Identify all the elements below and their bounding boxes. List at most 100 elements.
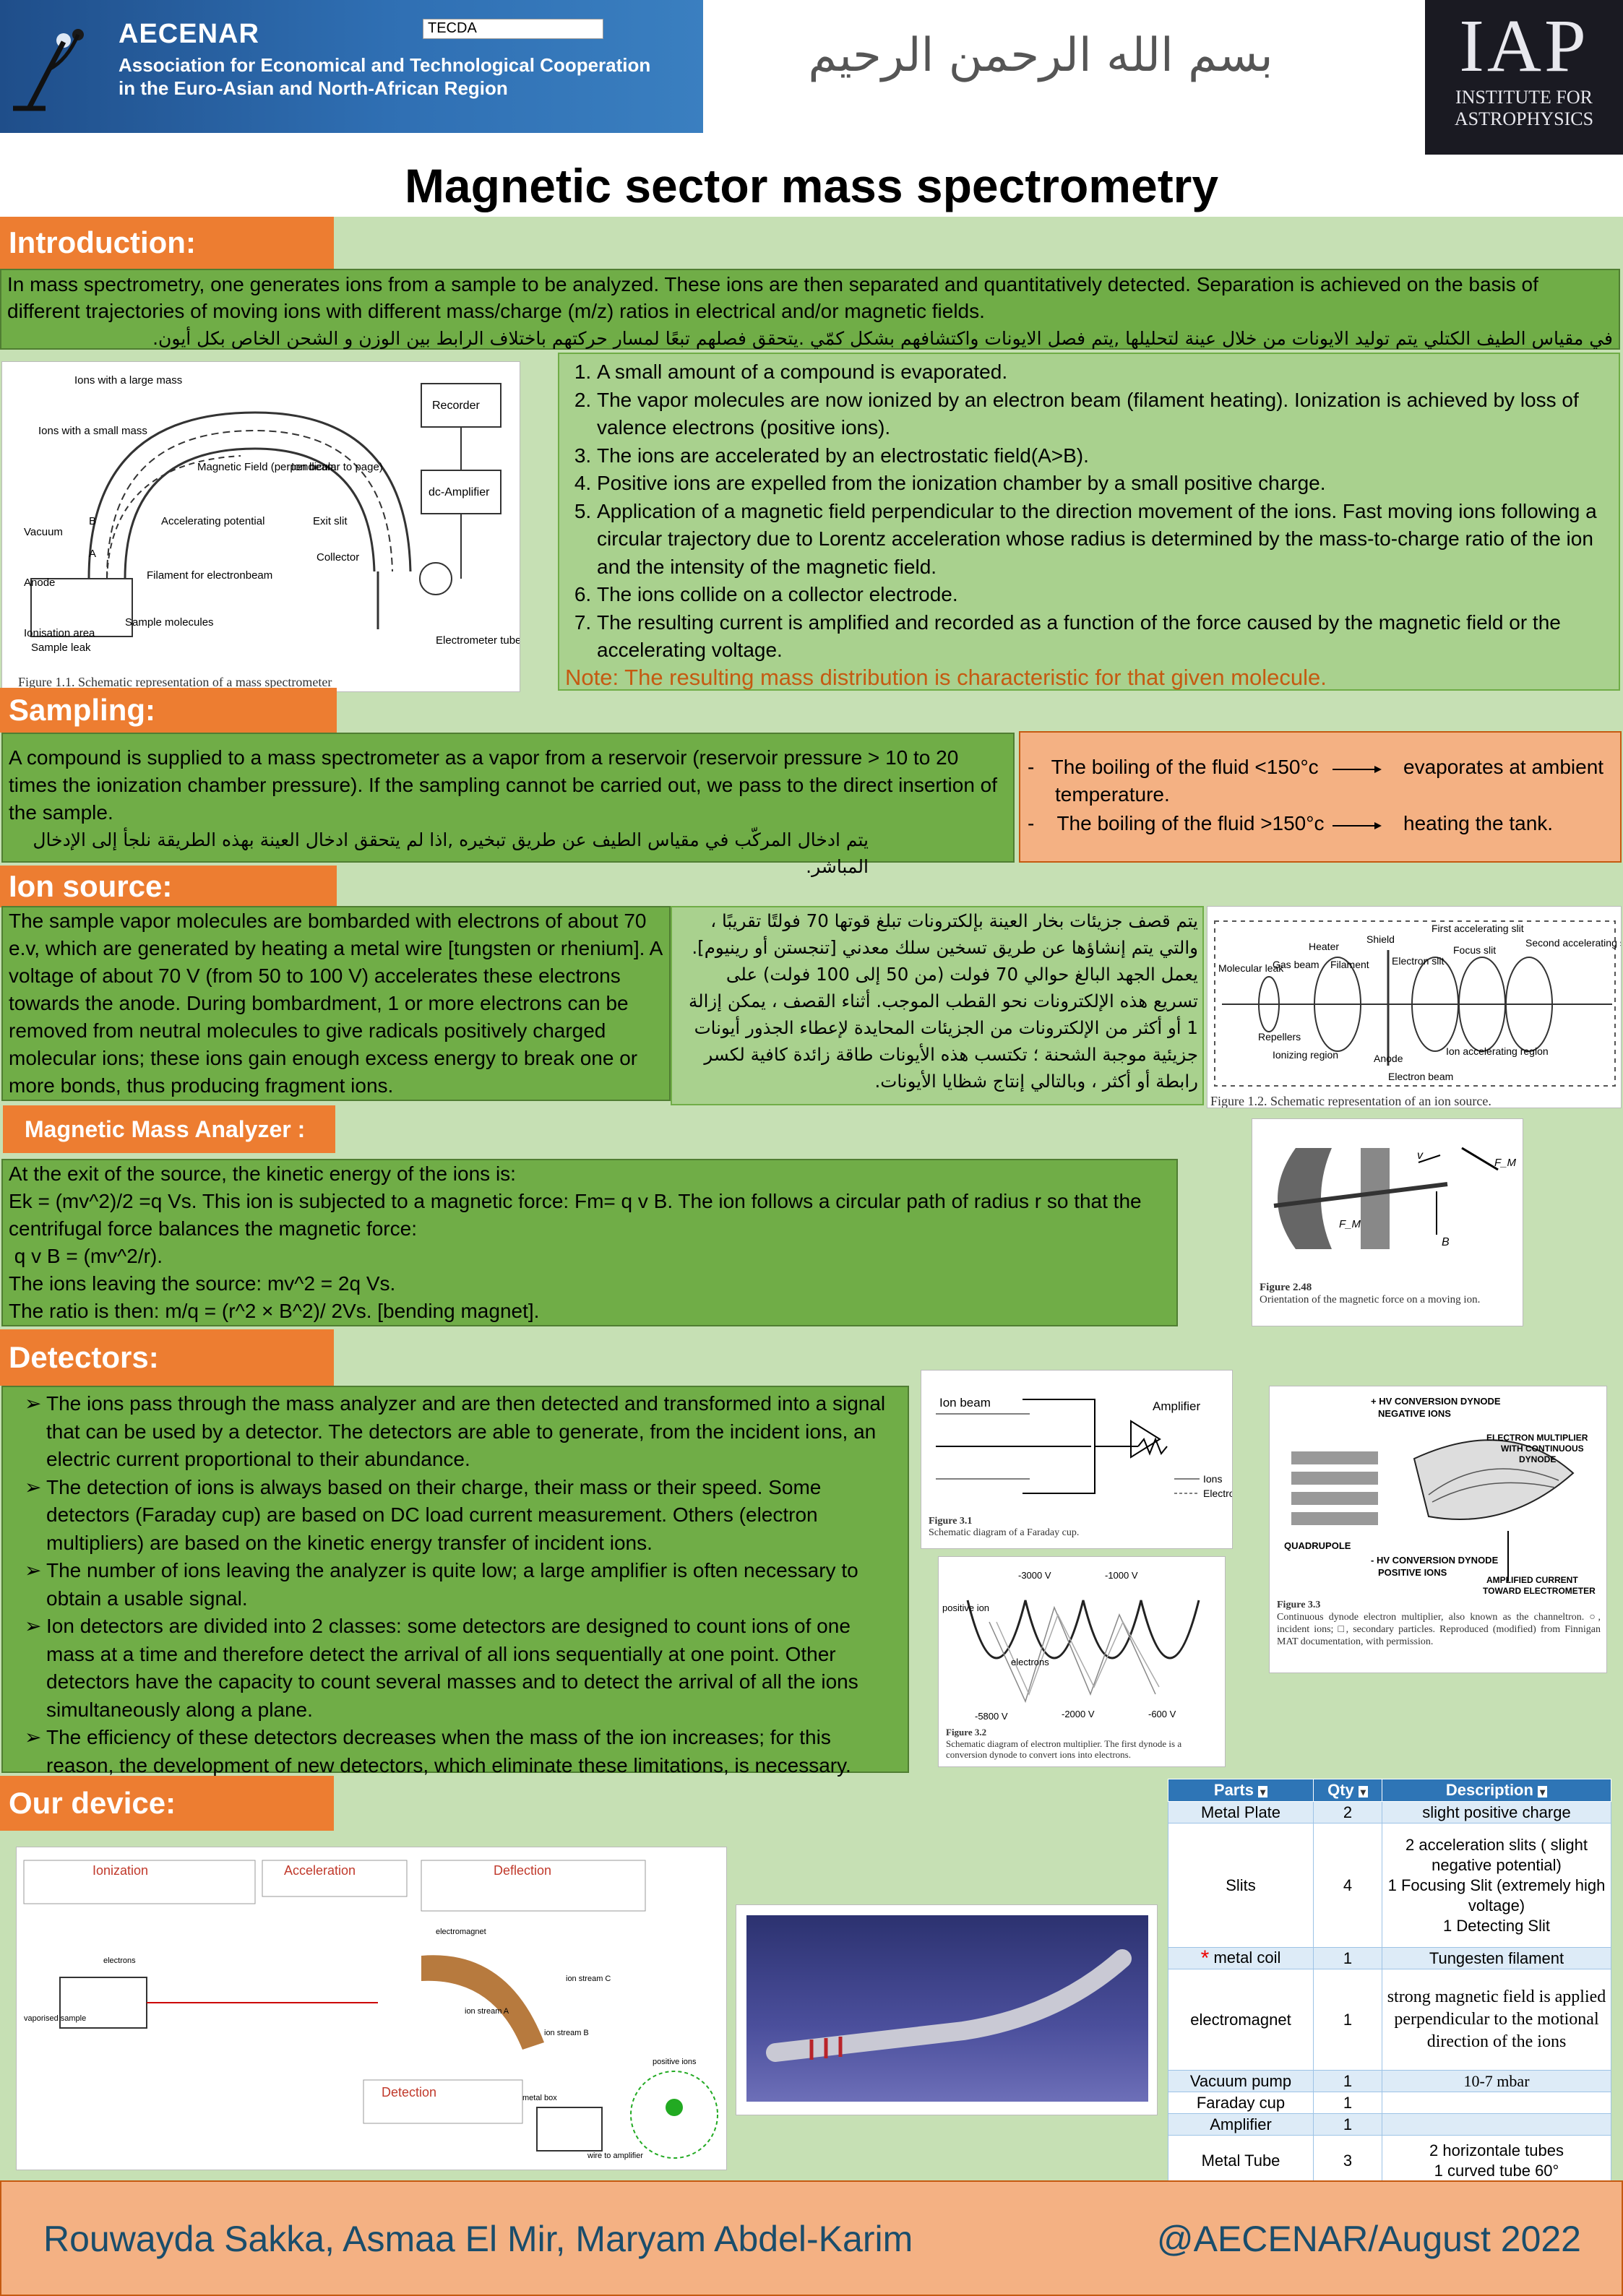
device-heading: Our device: <box>0 1776 334 1831</box>
iap-logo: IAP INSTITUTE FOR ASTROPHYSICS <box>1425 0 1623 155</box>
mass-spectrometer-figure: Ions with a large mass Ions with a small… <box>1 361 520 692</box>
detectors-item: Ion detectors are divided into 2 classes… <box>25 1613 900 1724</box>
boiling-bullet-2: - The boiling of the fluid >150°c <box>1028 812 1325 834</box>
fig12-label-accel-region: Ion accelerating region <box>1446 1045 1549 1057</box>
ion-source-box-en: The sample vapor molecules are bombarded… <box>1 906 671 1101</box>
footer-authors: Rouwayda Sakka, Asmaa El Mir, Maryam Abd… <box>43 2219 913 2259</box>
analyzer-box: At the exit of the source, the kinetic e… <box>1 1159 1178 1326</box>
detectors-item: The number of ions leaving the analyzer … <box>25 1557 900 1613</box>
ion-source-heading: Ion source: <box>0 866 337 907</box>
ion-source-figure: Heater Shield First accelerating slit Fo… <box>1207 906 1622 1108</box>
electron-multiplier-diagram: -3000 V -1000 V positive ion electrons -… <box>942 1570 1200 1722</box>
fig31-label-ion-beam: Ion beam <box>939 1396 991 1410</box>
fig12-label-heater: Heater <box>1309 941 1339 952</box>
table-row: Metal Tube 3 2 horizontale tubes 1 curve… <box>1168 2135 1611 2187</box>
part-qty: 2 <box>1313 1801 1382 1824</box>
fig11-label-large-mass: Ions with a large mass <box>74 374 182 387</box>
parts-header-description[interactable]: Description ▾ <box>1382 1779 1611 1802</box>
part-name: Faraday cup <box>1168 2092 1314 2115</box>
fig12-label-shield: Shield <box>1366 933 1395 945</box>
table-row: Vacuum pump 1 10-7 mbar <box>1168 2070 1611 2093</box>
aecenar-logo: AECENAR Association for Economical and T… <box>0 0 703 133</box>
fig248-label-fm-1: F_M <box>1494 1157 1517 1169</box>
device-label-stream-c: ion stream C <box>566 1975 611 1983</box>
part-name-cell: * metal coil <box>1168 1946 1314 1971</box>
aecenar-emblem-icon <box>13 29 84 111</box>
fig32-label-2000: -2000 V <box>1062 1709 1095 1719</box>
device-label-stream-b: ion stream B <box>544 2029 589 2037</box>
device-label-ionization: Ionization <box>92 1863 148 1878</box>
part-qty: 1 <box>1313 2092 1382 2115</box>
part-qty: 1 <box>1313 2070 1382 2093</box>
fig32-caption: Schematic diagram of electron multiplier… <box>946 1738 1182 1760</box>
fig12-label-focus-slit: Focus slit <box>1453 944 1496 956</box>
introduction-steps: A small amount of a compound is evaporat… <box>559 354 1619 665</box>
boiling-low-result: evaporates at ambient <box>1403 756 1604 778</box>
analyzer-line: The ratio is then: m/q = (r^2 × B^2)/ 2V… <box>9 1300 540 1322</box>
device-label-detection: Detection <box>382 2085 436 2099</box>
part-qty: 1 <box>1313 1969 1382 2071</box>
detectors-heading: Detectors: <box>0 1329 334 1386</box>
part-qty: 3 <box>1313 2135 1382 2187</box>
footer: Rouwayda Sakka, Asmaa El Mir, Maryam Abd… <box>0 2180 1623 2296</box>
device-label-deflection: Deflection <box>494 1863 551 1878</box>
magnetic-force-diagram: v B F_M F_M <box>1273 1147 1517 1249</box>
fig12-caption: Figure 1.2. Schematic representation of … <box>1210 1094 1491 1108</box>
fig33-label-pos-ions: POSITIVE IONS <box>1378 1567 1447 1578</box>
table-row: electromagnet 1 strong magnetic field is… <box>1168 1969 1611 2071</box>
fig32-label-5800: -5800 V <box>975 1711 1008 1722</box>
part-desc: 10-7 mbar <box>1382 2070 1611 2093</box>
filter-dropdown-icon[interactable]: ▾ <box>1258 1786 1268 1797</box>
mass-spectrometer-diagram: Ions with a large mass Ions with a small… <box>24 374 520 654</box>
fig12-label-repellers: Repellers <box>1258 1031 1301 1043</box>
parts-table-wrapper: Parts ▾ Qty ▾ Description ▾ Metal Plate … <box>1168 1779 1611 2187</box>
asterisk-marker: * <box>1200 1946 1210 1971</box>
tecda-label: TECDA <box>423 19 603 39</box>
footer-date: @AECENAR/August 2022 <box>1156 2219 1581 2259</box>
fig31-label-amplifier: Amplifier <box>1153 1399 1200 1413</box>
boiling-bullet-1: - The boiling of the fluid <150°c <box>1028 756 1319 778</box>
fig11-label-recorder: Recorder <box>432 400 480 412</box>
device-label-acceleration: Acceleration <box>284 1863 356 1878</box>
introduction-text-ar: في مقياس الطيف الكتلي يتم توليد الايونات… <box>152 328 1613 349</box>
filter-dropdown-icon[interactable]: ▾ <box>1538 1786 1548 1797</box>
step-item: The vapor molecules are now ionized by a… <box>597 387 1604 442</box>
poster-title: Magnetic sector mass spectrometry <box>0 155 1623 217</box>
parts-table: Parts ▾ Qty ▾ Description ▾ Metal Plate … <box>1168 1779 1611 2187</box>
parts-header-qty[interactable]: Qty ▾ <box>1313 1779 1382 1802</box>
fig33-caption: Continuous dynode electron multiplier, a… <box>1277 1612 1601 1647</box>
parts-header-parts[interactable]: Parts ▾ <box>1168 1779 1314 1802</box>
detectors-list: The ions pass through the mass analyzer … <box>3 1387 908 1779</box>
part-desc: Tungesten filament <box>1382 1946 1611 1970</box>
boiling-high-result: heating the tank. <box>1403 812 1554 834</box>
detectors-item: The ions pass through the mass analyzer … <box>25 1390 900 1474</box>
sampling-heading: Sampling: <box>0 688 337 733</box>
part-name: Slits <box>1168 1823 1314 1948</box>
introduction-steps-box: A small amount of a compound is evaporat… <box>558 353 1620 691</box>
analyzer-line: The ions leaving the source: mv^2 = 2q V… <box>9 1272 396 1295</box>
sampling-text-en: A compound is supplied to a mass spectro… <box>9 746 998 824</box>
boiling-low-label: The boiling of the fluid <150°c <box>1051 756 1319 778</box>
ion-source-diagram: Heater Shield First accelerating slit Fo… <box>1214 920 1621 1087</box>
fig11-label-vacuum: Vacuum <box>24 526 63 538</box>
part-name: electromagnet <box>1168 1969 1314 2071</box>
fig248-caption-title: Figure 2.48 <box>1260 1282 1312 1293</box>
iap-title: IAP <box>1459 4 1589 87</box>
step-item: The ions are accelerated by an electrost… <box>597 442 1604 470</box>
detectors-box: The ions pass through the mass analyzer … <box>1 1386 909 1777</box>
org-line-1: Association for Economical and Technolog… <box>119 54 651 76</box>
fig12-label-first-slit: First accelerating slit <box>1432 923 1524 934</box>
part-name: metal coil <box>1213 1948 1281 1967</box>
ion-source-box-ar: يتم قصف جزيئات بخار العينة بإلكترونات تب… <box>671 906 1204 1105</box>
introduction-text-en: In mass spectrometry, one generates ions… <box>7 273 1538 322</box>
magnetic-force-figure: v B F_M F_M Figure 2.48 Orientation of t… <box>1252 1118 1523 1326</box>
channeltron-figure: + HV CONVERSION DYNODE NEGATIVE IONS ELE… <box>1269 1386 1607 1673</box>
filter-dropdown-icon[interactable]: ▾ <box>1358 1786 1368 1797</box>
fig32-label-positive-ion: positive ion <box>942 1602 989 1613</box>
fig11-label-accelerating: Accelerating potential <box>161 515 264 527</box>
fig31-caption: Schematic diagram of a Faraday cup. <box>929 1527 1080 1538</box>
analyzer-line: q v B = (mv^2/r). <box>9 1245 163 1267</box>
device-label-electrons: electrons <box>103 1956 136 1965</box>
fig32-label-3000: -3000 V <box>1018 1570 1051 1581</box>
fig248-label-v: v <box>1417 1149 1424 1162</box>
